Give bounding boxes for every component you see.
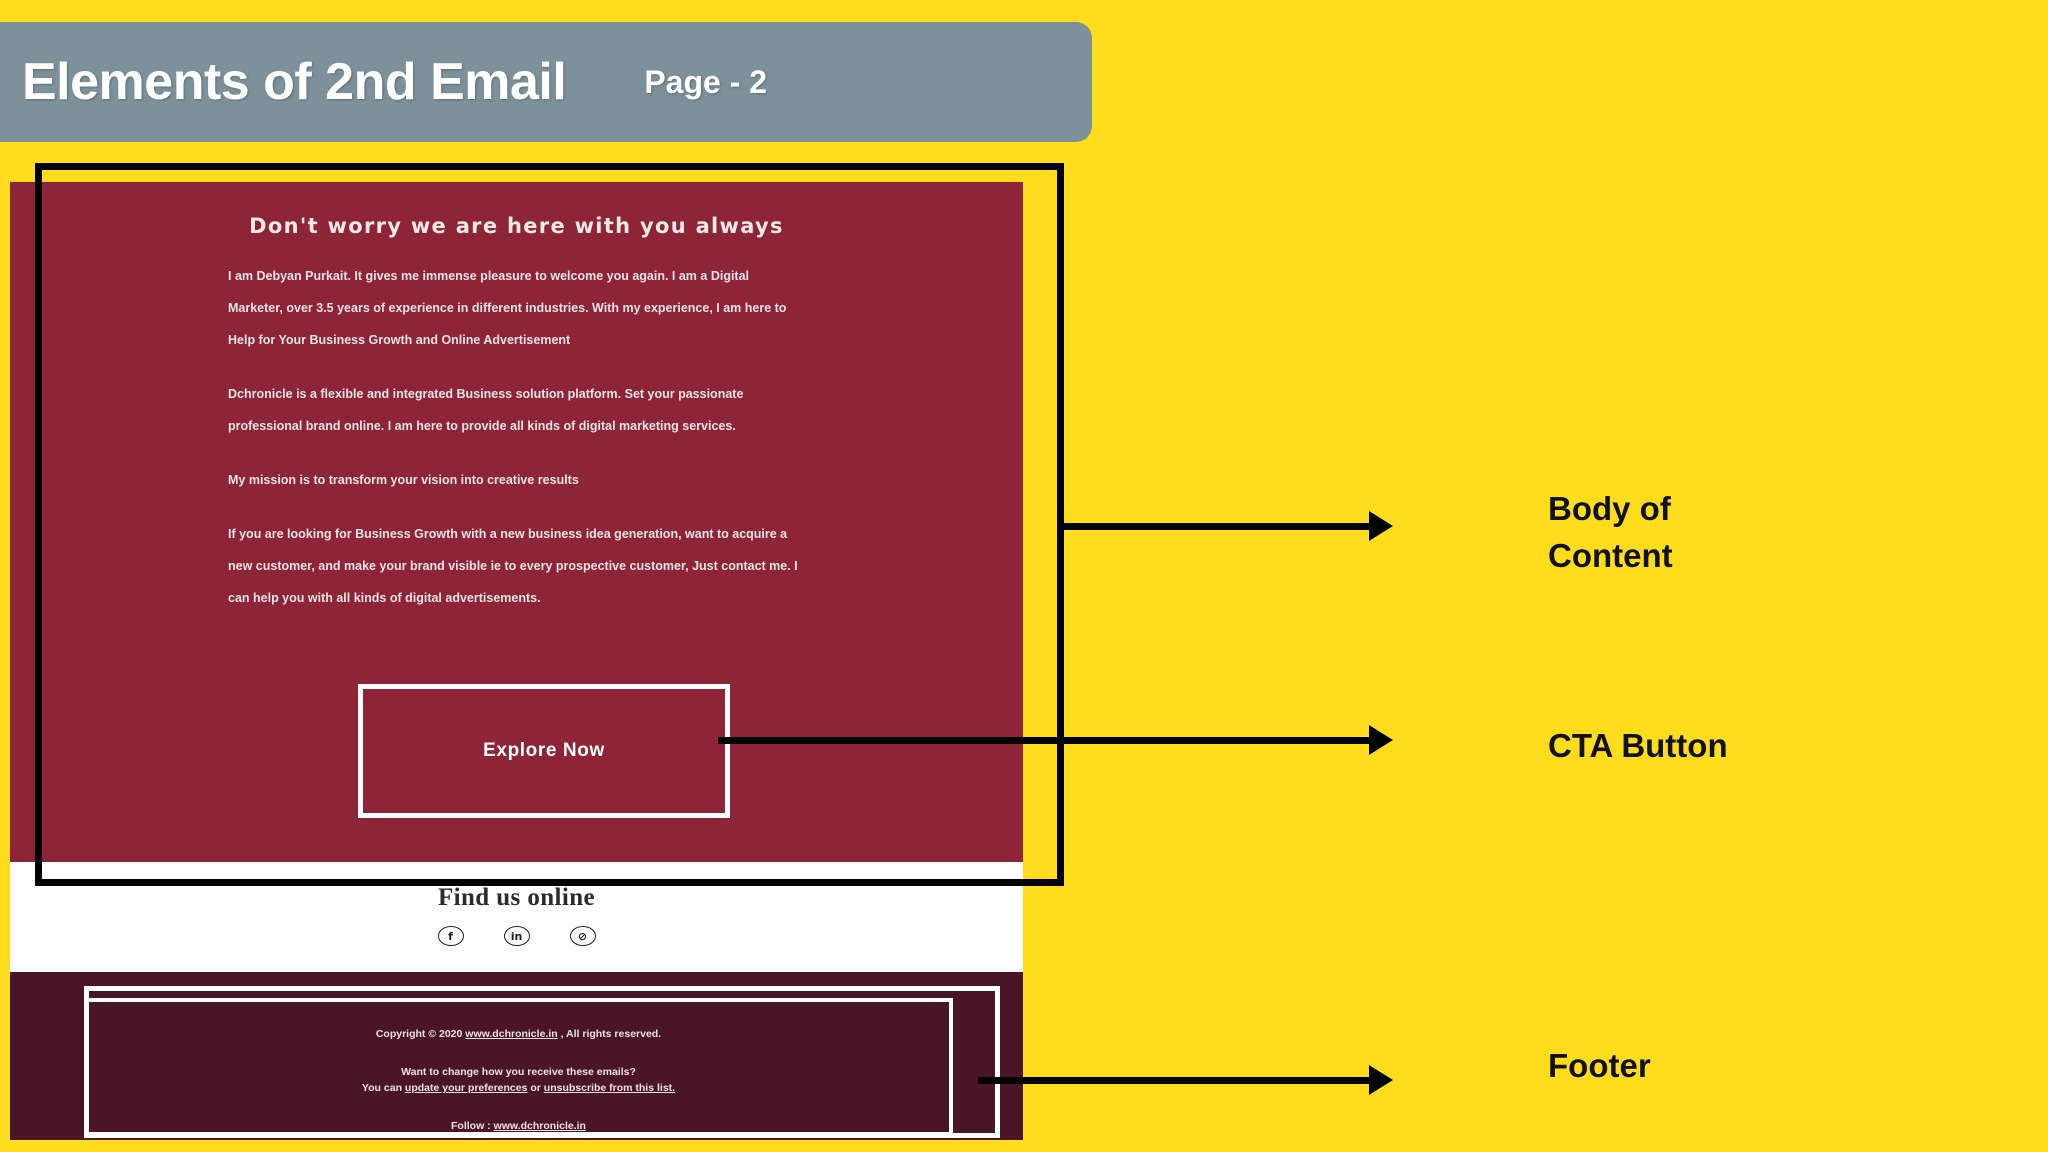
linkedin-icon[interactable]: in — [503, 926, 530, 946]
arrow-line-footer — [978, 1077, 1369, 1084]
footer-change-prompt: Want to change how you receive these ema… — [401, 1066, 636, 1078]
annotation-body-line-2: Content — [1548, 537, 1673, 574]
email-footer-section: Copyright © 2020 www.dchronicle.in , All… — [10, 972, 1023, 1140]
arrow-line-body — [1064, 523, 1369, 530]
footer-content: Copyright © 2020 www.dchronicle.in , All… — [84, 998, 953, 1136]
footer-preferences-middle: or — [527, 1082, 544, 1094]
email-paragraph-4: If you are looking for Business Growth w… — [228, 527, 798, 605]
link-icon[interactable]: ⊘ — [569, 926, 596, 946]
email-preview: Don't worry we are here with you always … — [10, 182, 1023, 1140]
footer-copyright-suffix: , All rights reserved. — [557, 1028, 662, 1040]
footer-copyright-link[interactable]: www.dchronicle.in — [465, 1028, 558, 1040]
email-paragraph-1: I am Debyan Purkait. It gives me immense… — [228, 269, 787, 347]
arrow-head-body — [1369, 511, 1393, 541]
annotation-body-line-1: Body of — [1548, 490, 1671, 527]
arrow-head-cta — [1369, 725, 1393, 755]
email-heading: Don't worry we are here with you always — [249, 214, 784, 238]
header-bar: Elements of 2nd Email Page - 2 — [0, 22, 1092, 142]
footer-follow-line: Follow : www.dchronicle.in — [88, 1118, 949, 1134]
email-paragraph-3: My mission is to transform your vision i… — [228, 473, 579, 487]
social-section: Find us online f in ⊘ — [10, 862, 1023, 972]
footer-copyright-prefix: Copyright © 2020 — [375, 1028, 466, 1040]
footer-unsubscribe-link[interactable]: unsubscribe from this list. — [543, 1082, 676, 1094]
page-title: Elements of 2nd Email — [22, 53, 567, 111]
page-number: Page - 2 — [644, 63, 768, 100]
footer-follow-prefix: Follow : — [451, 1120, 494, 1132]
cta-button[interactable]: Explore Now — [358, 684, 730, 818]
email-paragraph-2: Dchronicle is a flexible and integrated … — [228, 387, 744, 433]
social-heading: Find us online — [437, 884, 596, 911]
footer-preferences-line: You can update your preferences or unsub… — [88, 1080, 949, 1096]
arrow-head-footer — [1369, 1065, 1393, 1095]
annotation-label-footer: Footer — [1548, 1047, 1651, 1084]
annotation-label-body-content: Body of Content — [1548, 485, 1673, 579]
footer-copyright: Copyright © 2020 www.dchronicle.in , All… — [88, 1026, 949, 1042]
cta-button-label: Explore Now — [483, 740, 605, 761]
footer-update-preferences-link[interactable]: update your preferences — [404, 1082, 528, 1094]
facebook-icon[interactable]: f — [437, 926, 464, 946]
email-body-section: Don't worry we are here with you always … — [10, 182, 1023, 862]
footer-preferences-prefix: You can — [361, 1082, 405, 1094]
footer-follow-link[interactable]: www.dchronicle.in — [493, 1120, 586, 1132]
social-icon-row: f in ⊘ — [10, 926, 1023, 946]
annotation-label-cta: CTA Button — [1548, 727, 1728, 764]
arrow-line-cta — [718, 737, 1369, 744]
